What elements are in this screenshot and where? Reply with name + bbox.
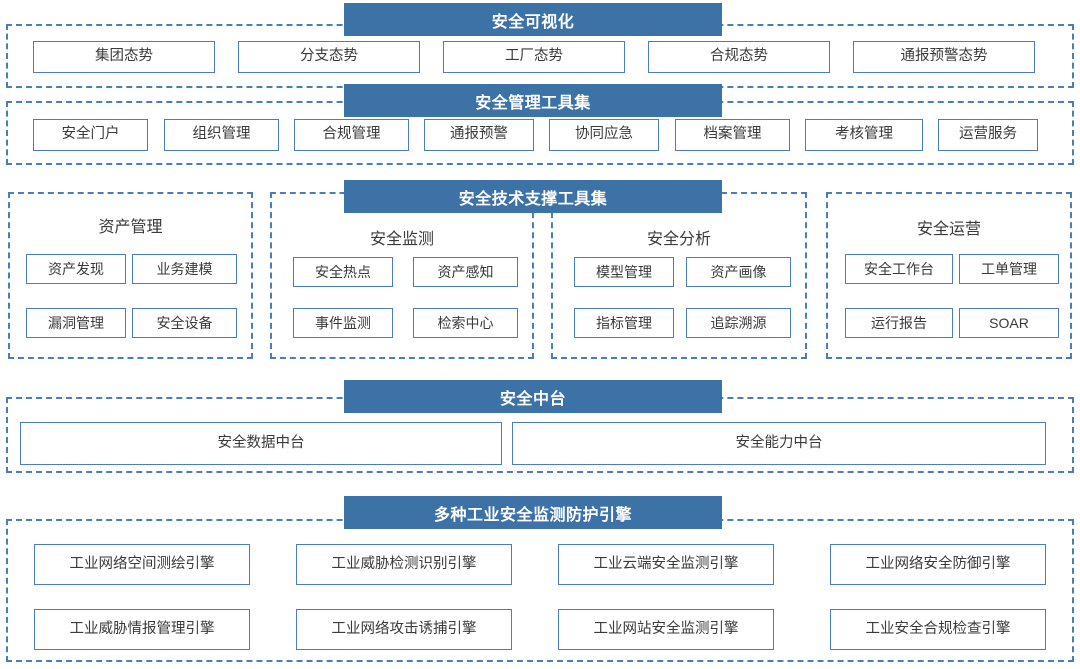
item-management-6[interactable]: 考核管理: [805, 119, 923, 151]
item-engine-7[interactable]: 工业安全合规检查引擎: [830, 609, 1046, 650]
item-midplatform-0[interactable]: 安全数据中台: [20, 422, 502, 465]
item-asset-2[interactable]: 漏洞管理: [26, 308, 126, 338]
item-visualization-0[interactable]: 集团态势: [33, 41, 215, 73]
item-monitoring-0[interactable]: 安全热点: [293, 257, 393, 287]
banner-engines: 多种工业安全监测防护引擎: [344, 496, 722, 529]
banner-management-toolset: 安全管理工具集: [344, 84, 722, 117]
item-engine-2[interactable]: 工业云端安全监测引擎: [558, 544, 774, 585]
item-midplatform-1[interactable]: 安全能力中台: [512, 422, 1046, 465]
item-operations-2[interactable]: 运行报告: [845, 308, 953, 338]
item-management-1[interactable]: 组织管理: [164, 119, 279, 151]
item-engine-3[interactable]: 工业网络安全防御引擎: [830, 544, 1046, 585]
item-monitoring-1[interactable]: 资产感知: [413, 257, 518, 287]
item-engine-5[interactable]: 工业网络攻击诱捕引擎: [296, 609, 512, 650]
group-asset-management: [8, 192, 253, 359]
item-visualization-1[interactable]: 分支态势: [238, 41, 420, 73]
item-analysis-0[interactable]: 模型管理: [574, 257, 674, 287]
item-management-4[interactable]: 协同应急: [549, 119, 659, 151]
item-visualization-3[interactable]: 合规态势: [648, 41, 830, 73]
banner-security-midplatform: 安全中台: [344, 380, 722, 413]
item-engine-0[interactable]: 工业网络空间测绘引擎: [34, 544, 250, 585]
item-management-7[interactable]: 运营服务: [938, 119, 1038, 151]
item-operations-0[interactable]: 安全工作台: [845, 254, 953, 284]
item-monitoring-2[interactable]: 事件监测: [293, 308, 393, 338]
item-operations-1[interactable]: 工单管理: [959, 254, 1059, 284]
group-title-security-operations: 安全运营: [916, 221, 981, 238]
item-management-0[interactable]: 安全门户: [33, 119, 148, 151]
item-management-2[interactable]: 合规管理: [294, 119, 409, 151]
item-engine-6[interactable]: 工业网站安全监测引擎: [558, 609, 774, 650]
group-title-asset-management: 资产管理: [98, 219, 163, 236]
group-title-security-analysis: 安全分析: [646, 231, 711, 248]
banner-visualization: 安全可视化: [344, 3, 722, 36]
banner-tech-support-toolset: 安全技术支撑工具集: [344, 180, 722, 213]
item-asset-1[interactable]: 业务建模: [132, 254, 237, 284]
item-management-5[interactable]: 档案管理: [675, 119, 790, 151]
item-analysis-3[interactable]: 追踪溯源: [686, 308, 791, 338]
item-operations-3[interactable]: SOAR: [959, 308, 1059, 338]
group-security-operations: [826, 192, 1072, 359]
item-management-3[interactable]: 通报预警: [424, 119, 534, 151]
group-title-security-monitoring: 安全监测: [369, 231, 434, 248]
item-asset-3[interactable]: 安全设备: [132, 308, 237, 338]
item-visualization-2[interactable]: 工厂态势: [443, 41, 625, 73]
item-engine-1[interactable]: 工业威胁检测识别引擎: [296, 544, 512, 585]
item-asset-0[interactable]: 资产发现: [26, 254, 126, 284]
item-analysis-1[interactable]: 资产画像: [686, 257, 791, 287]
item-monitoring-3[interactable]: 检索中心: [413, 308, 518, 338]
item-visualization-4[interactable]: 通报预警态势: [853, 41, 1035, 73]
item-analysis-2[interactable]: 指标管理: [574, 308, 674, 338]
item-engine-4[interactable]: 工业威胁情报管理引擎: [34, 609, 250, 650]
